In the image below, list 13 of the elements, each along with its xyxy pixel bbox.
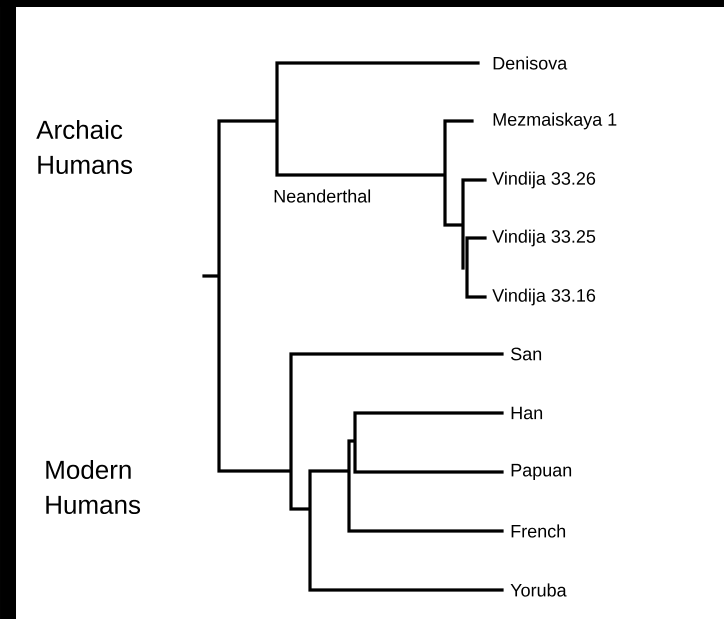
taxon-label: Vindija 33.16 (492, 288, 596, 306)
taxon-label: Vindija 33.25 (492, 230, 596, 246)
taxon-label: Denisova (494, 56, 568, 70)
taxon-label: Papuan (512, 464, 572, 480)
clade-label: Neanderthal (274, 189, 370, 203)
taxon-label: Han (512, 406, 542, 420)
taxon-label: San (511, 348, 542, 360)
taxon-label: Mezmaiskaya 1 (494, 112, 616, 130)
group-label: Archaic Humans (36, 120, 132, 174)
taxon-label: Vindija 33.26 (492, 172, 596, 188)
taxon-label: French (512, 524, 566, 538)
taxon-label: Yoruba (510, 583, 567, 597)
group-label: Modern Humans (46, 460, 140, 514)
